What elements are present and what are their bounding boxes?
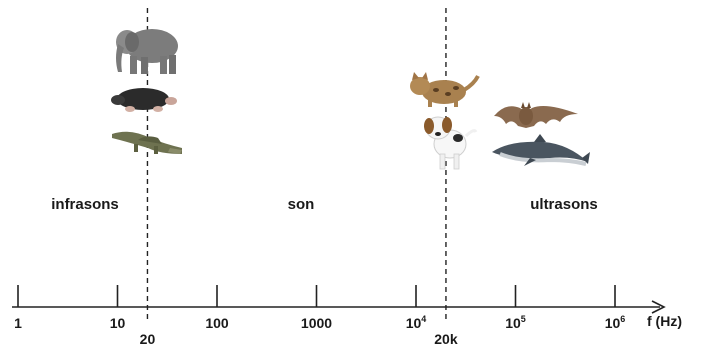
region-label-ultrasound: ultrasons [530,196,598,213]
axis-tick-label: 105 [505,314,526,331]
bat-icon [494,102,578,128]
region-label-infrasound: infrasons [51,196,119,213]
region-label-audible: son [288,196,315,213]
axis-tick-exponent: 5 [521,314,526,324]
threshold-label: 20 [140,331,156,347]
mole-icon [111,88,177,112]
dolphin-icon [492,134,590,166]
axis-tick-exponent: 4 [421,314,426,324]
cat-icon [410,72,478,107]
elephant-icon [116,29,178,74]
axis-tick-exponent: 6 [620,314,625,324]
axis-ticks: 1 10 100 1000 104 105 106 [14,285,625,331]
axis-tick-label: 10 [110,315,126,331]
axis-tick-label: 1 [14,315,22,331]
axis-unit-label: f (Hz) [647,313,682,329]
threshold-markers: 20 20k [140,8,458,347]
axis-tick-label: 1000 [301,315,332,331]
axis-tick-label: 100 [205,315,229,331]
dog-icon [424,117,476,169]
axis-tick-label: 106 [605,314,626,331]
axis-tick-label: 104 [406,314,427,331]
threshold-label: 20k [434,331,458,347]
